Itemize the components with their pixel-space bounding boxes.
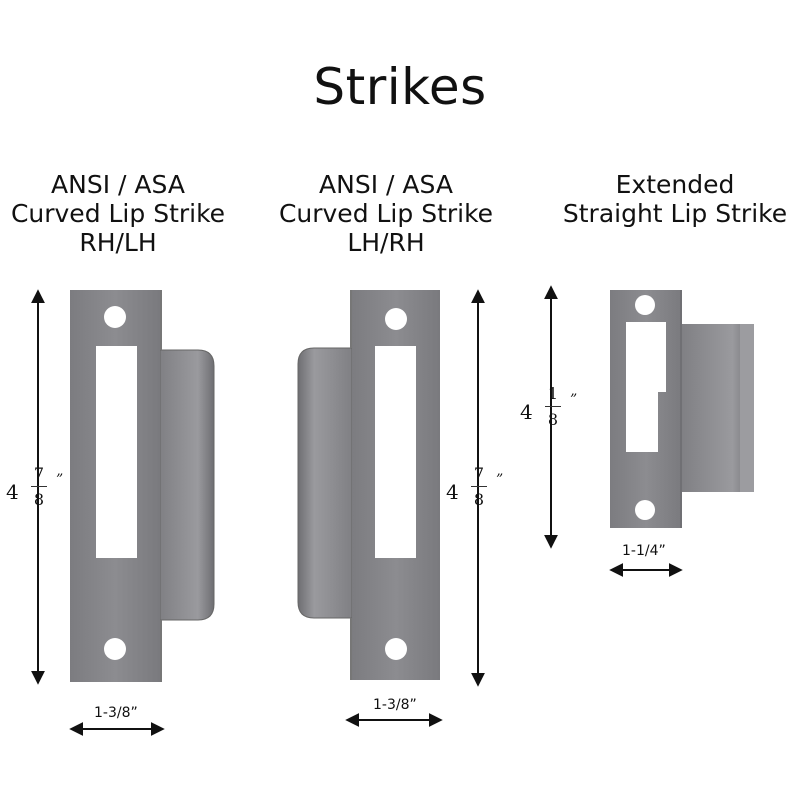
strike-2-height-denominator: 8 [473,490,485,509]
strike-1-fraction-bar [31,486,47,487]
strike-1-heading-line-2: Curved Lip Strike [10,199,226,228]
strike-3-heading-line-2: Straight Lip Strike [562,199,788,228]
strike-3-fraction-bar [545,406,561,407]
strike-1-heading-line-1: ANSI / ASA [51,170,185,199]
strike-3-heading: Extended Straight Lip Strike [560,170,790,228]
page-title: Strikes [313,58,487,116]
strike-3-height-whole: 4 [520,400,533,424]
strike-2-plate [297,290,440,680]
strike-1-plate [70,290,215,682]
strike-1-height-unit: ” [56,472,64,488]
strike-3-height-unit: ” [570,392,578,408]
strike-2-fraction-bar [471,486,487,487]
strike-3-plate [610,290,754,528]
strike-2-height-whole: 4 [446,480,459,504]
strike-2-heading-line-1: ANSI / ASA [319,170,453,199]
strike-2-height-numerator: 7 [473,464,485,483]
strike-2-height-unit: ” [496,472,504,488]
strike-1-width-label: 1-3/8” [94,705,138,721]
strike-3-height-denominator: 8 [547,410,559,429]
strike-3-heading-line-1: Extended [615,170,735,199]
strike-2-heading: ANSI / ASA Curved Lip Strike LH/RH [268,170,504,257]
strike-2-width-label: 1-3/8” [373,697,417,713]
strike-3-height-numerator: 1 [547,384,559,403]
strike-1-heading-line-3: RH/LH [79,228,157,257]
strike-2-heading-line-2: Curved Lip Strike [278,199,494,228]
strike-1-height-denominator: 8 [33,490,45,509]
strike-1-height-whole: 4 [6,480,19,504]
strike-1-height-numerator: 7 [33,464,45,483]
strike-1-heading: ANSI / ASA Curved Lip Strike RH/LH [0,170,236,257]
strike-3-width-label: 1-1/4” [622,543,666,559]
strike-2-heading-line-3: LH/RH [347,228,425,257]
